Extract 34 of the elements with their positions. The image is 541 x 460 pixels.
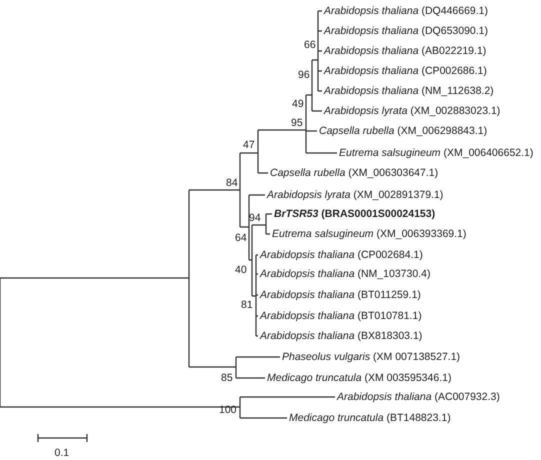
taxon-label: BrTSR53 (BRAS0001S00024153)	[274, 208, 436, 220]
taxon-label: Arabidopsis thaliana (DQ446669.1)	[324, 5, 488, 17]
bootstrap-value: 94	[249, 212, 261, 224]
taxon-label: Arabidopsis thaliana (AC007932.3)	[337, 391, 500, 403]
taxon-label: Phaseolus vulgaris (XM 007138527.1)	[282, 351, 460, 363]
taxon-label: Arabidopsis thaliana (BT011259.1)	[260, 289, 421, 301]
taxon-label: Arabidopsis thaliana (CP002686.1)	[324, 65, 487, 77]
bootstrap-value: 49	[292, 98, 304, 110]
bootstrap-value: 84	[226, 177, 238, 189]
taxon-label: Capsella rubella (XM_006303647.1)	[270, 167, 438, 179]
taxon-label: Eutrema salsugineum (XM_006406652.1)	[339, 147, 534, 159]
taxon-label: Arabidopsis thaliana (AB022219.1)	[324, 45, 486, 57]
bootstrap-value: 81	[241, 299, 253, 311]
taxon-label: Arabidopsis lyrata (XM_002891379.1)	[267, 189, 444, 201]
bootstrap-value: 64	[235, 232, 247, 244]
bootstrap-value: 85	[221, 372, 233, 384]
bootstrap-value: 40	[235, 264, 247, 276]
scale-label: 0.1	[54, 447, 70, 459]
taxon-label: Arabidopsis thaliana (BX818303.1)	[260, 330, 422, 342]
taxon-label: Medicago truncatula (BT148823.1)	[289, 412, 451, 424]
bootstrap-value: 95	[291, 117, 303, 129]
taxon-label: Medicago truncatula (XM 003595346.1)	[267, 372, 452, 384]
bootstrap-value: 66	[304, 39, 316, 51]
taxon-label: Capsella rubella (XM_006298843.1)	[319, 125, 488, 137]
bootstrap-value: 96	[298, 69, 310, 81]
bootstrap-value: 47	[243, 139, 255, 151]
taxon-label: Arabidopsis thaliana (CP002684.1)	[260, 249, 423, 261]
taxon-label: Eutrema salsugineum (XM_006393369.1)	[272, 228, 466, 240]
bootstrap-value: 100	[219, 404, 237, 416]
taxon-label: Arabidopsis thaliana (NM_103730.4)	[260, 268, 430, 280]
taxon-label: Arabidopsis thaliana (NM_112638.2)	[324, 85, 494, 97]
taxon-label: Arabidopsis lyrata (XM_002883023.1)	[324, 105, 500, 117]
taxon-label: Arabidopsis thaliana (DQ653090.1)	[324, 25, 488, 37]
taxon-label: Arabidopsis thaliana (BT010781.1)	[260, 310, 422, 322]
